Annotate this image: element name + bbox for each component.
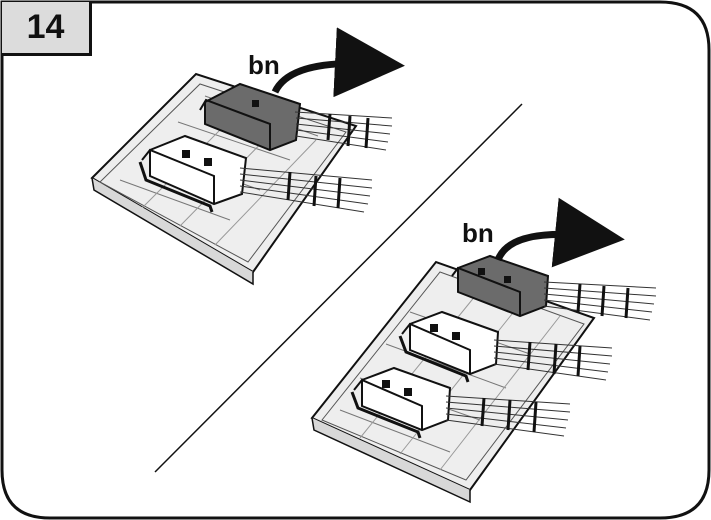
ribbon-cable-dark-top xyxy=(294,111,393,151)
step-number-badge: 14 xyxy=(2,2,92,56)
connector-white-top xyxy=(138,134,248,213)
scene-bottom xyxy=(310,197,657,504)
callout-label-top: bn xyxy=(248,50,280,80)
board-bottom xyxy=(310,260,596,492)
ribbon-cable-white-bottom xyxy=(445,395,571,437)
ribbon-cable-dark-bottom xyxy=(543,281,657,321)
arrow-bottom xyxy=(494,197,625,268)
arrow-top xyxy=(271,27,405,98)
divider-line xyxy=(154,103,523,473)
ribbon-cable-white-middle xyxy=(493,339,613,381)
ribbon-cable-white-top xyxy=(239,167,373,213)
scene-top xyxy=(90,27,405,286)
connector-white-bottom xyxy=(350,366,452,439)
callout-label-bottom: bn xyxy=(462,218,494,248)
connector-dark-top xyxy=(199,82,302,152)
step-number: 14 xyxy=(26,8,65,46)
